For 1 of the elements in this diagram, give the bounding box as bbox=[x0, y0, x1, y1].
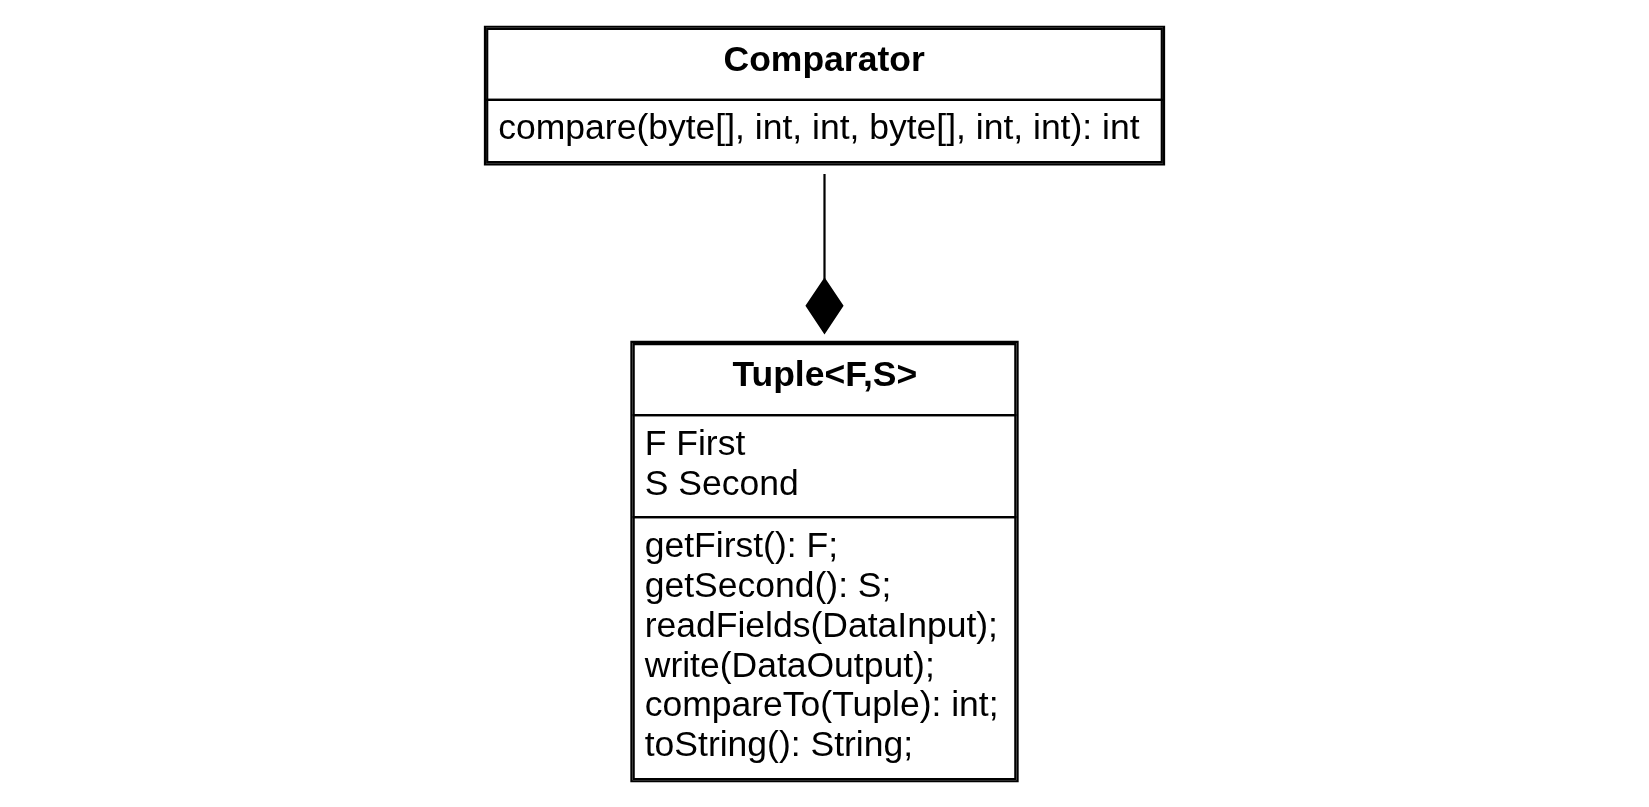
connector bbox=[805, 173, 844, 334]
